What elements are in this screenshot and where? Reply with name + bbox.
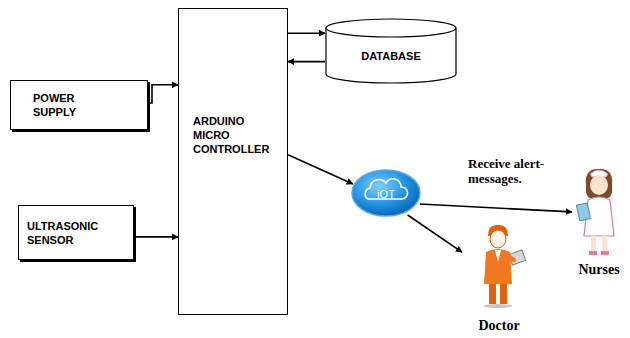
shape-label: iOT [377, 188, 395, 200]
doctor-shape [462, 222, 536, 334]
power-supply-box: POWER SUPPLY [10, 80, 148, 130]
figure-label: Doctor [462, 318, 536, 334]
nurse-shape [572, 166, 626, 278]
iot-cloud: iOT [350, 168, 422, 218]
doctor-figure: Doctor [462, 222, 536, 334]
box-label: ARDUINO MICRO CONTROLLER [193, 114, 275, 156]
nurse-figure: Nurses [572, 166, 626, 278]
arrow-connector [148, 85, 178, 103]
arrow-connector [408, 215, 462, 252]
arrow-connector [288, 61, 325, 63]
controller-box: ARDUINO MICRO CONTROLLER [178, 8, 288, 315]
edge-label: Receive alert- messages. [468, 156, 572, 186]
box-label: ULTRASONIC SENSOR [27, 219, 119, 247]
arrow-connector [288, 32, 325, 34]
arrow-connector [134, 236, 178, 238]
database-cylinder: DATABASE [325, 18, 457, 84]
sensor-box: ULTRASONIC SENSOR [18, 205, 134, 260]
figure-label: Nurses [572, 262, 626, 278]
shape-label: DATABASE [361, 50, 420, 62]
arrow-connector [288, 155, 353, 184]
box-label: POWER SUPPLY [33, 91, 103, 119]
arrow-connector [420, 204, 572, 212]
